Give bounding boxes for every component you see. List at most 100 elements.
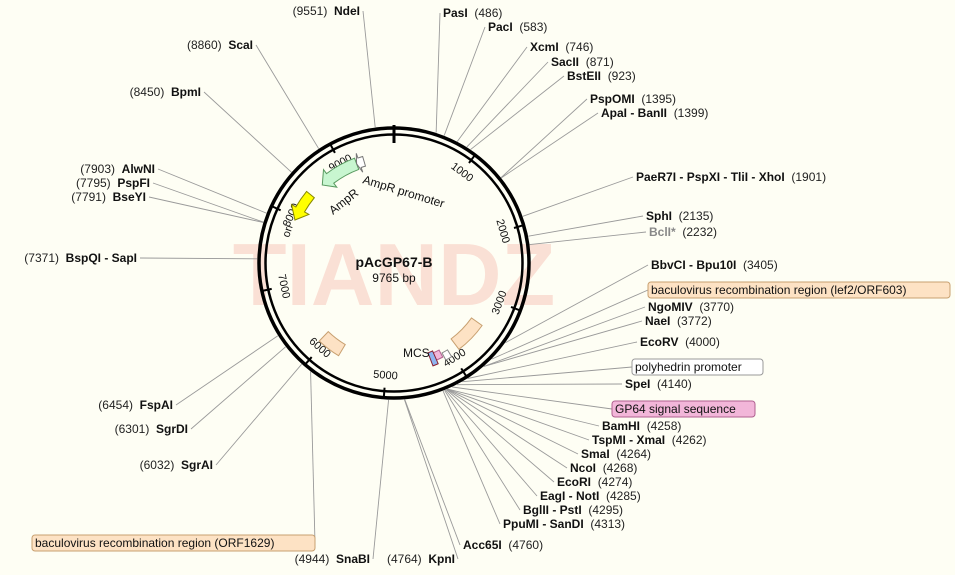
site-position: (2232): [682, 225, 717, 239]
site-name: SgrDI: [156, 422, 188, 436]
leader-sphi: [528, 215, 644, 237]
site-alwni: (7903) AlwNI: [80, 162, 155, 176]
site-position: (4313): [590, 517, 625, 531]
site-bseyi: (7791) BseYI: [71, 190, 146, 204]
callout-box: [31, 534, 316, 552]
site-ecori: EcoRI (4274): [557, 475, 632, 489]
callout-box: [611, 400, 756, 418]
site-ndei: (9551) NdeI: [293, 4, 360, 18]
feature-baculovirus-recombination-region-lef2-orf603: [450, 317, 483, 351]
site-position: (7903): [80, 162, 115, 176]
site-position: (9551): [293, 4, 328, 18]
site-position: (8450): [130, 85, 165, 99]
tick-2000: [513, 224, 523, 229]
feature-ampr-promoter: [355, 153, 367, 173]
leader-apai-banii: [501, 112, 599, 179]
site-position: (4000): [685, 335, 720, 349]
tick-8000: [272, 205, 282, 212]
feature-label-ampr-promoter: AmpR promoter: [361, 172, 446, 210]
tick-6000: [304, 356, 313, 365]
site-name: BbvCI - Bpu10I: [651, 258, 736, 272]
feature-label-mcs: MCS: [403, 346, 430, 360]
site-paci: PacI (583): [488, 20, 547, 34]
site-position: (4268): [603, 461, 638, 475]
leader-ecori: [445, 389, 555, 483]
site-name: BclI*: [649, 225, 676, 239]
site-position: (8860): [187, 38, 222, 52]
site-name: SnaBI: [336, 552, 370, 566]
site-xcmi: XcmI (746): [530, 40, 593, 54]
leader-sgrdi: [190, 346, 286, 430]
site-position: (4944): [295, 552, 330, 566]
callout-gp64-signal-sequence: GP64 signal sequence: [611, 400, 756, 418]
site-position: (4274): [598, 475, 633, 489]
leader-bpmi: [203, 91, 292, 173]
site-position: (746): [565, 40, 593, 54]
site-position: (2135): [679, 209, 714, 223]
site-position: (4258): [647, 419, 682, 433]
site-name: KpnI: [428, 552, 455, 566]
site-position: (486): [474, 6, 502, 20]
site-name: SgrAI: [181, 458, 213, 472]
site-smai: SmaI (4264): [581, 447, 651, 461]
leader-ncoi: [446, 389, 568, 469]
plasmid-name: pAcGP67-B: [355, 254, 432, 270]
leader-scai: [255, 44, 320, 149]
site-leader-lines: [139, 10, 649, 560]
site-name: XcmI: [530, 40, 559, 54]
site-name: PpuMI - SanDI: [503, 517, 584, 531]
site-name: AlwNI: [122, 162, 155, 176]
site-sacii: SacII (871): [551, 55, 614, 69]
site-position: (583): [519, 20, 547, 34]
site-bsteii: BstEII (923): [567, 69, 636, 83]
site-position: (4295): [588, 503, 623, 517]
site-name: BglII - PstI: [523, 503, 582, 517]
site-name: SpeI: [625, 377, 650, 391]
leader-ecorv: [467, 341, 638, 379]
site-name: EcoRI: [557, 475, 591, 489]
site-name: PspFI: [117, 176, 150, 190]
site-name: NgoMIV: [648, 300, 693, 314]
site-name: PaeR7I - PspXI - TliI - XhoI: [636, 170, 785, 184]
site-ncoi: NcoI (4268): [570, 461, 637, 475]
leader-fspai: [175, 335, 279, 406]
leader-tspmi-xmai: [447, 388, 590, 441]
leader-bbvci-bpu10i: [505, 264, 649, 344]
site-name: BamHI: [602, 419, 640, 433]
site-position: (1399): [674, 106, 709, 120]
tick-4000: [460, 367, 467, 377]
site-position: (7795): [76, 176, 111, 190]
leader-pspfi: [152, 182, 264, 223]
site-fspai: (6454) FspAI: [98, 398, 173, 412]
site-pspfi: (7795) PspFI: [76, 176, 150, 190]
site-position: (4285): [606, 489, 641, 503]
site-position: (1395): [641, 92, 676, 106]
site-spei: SpeI (4140): [625, 377, 692, 391]
site-paer7i-pspxi-tlii-xhoi: PaeR7I - PspXI - TliI - XhoI (1901): [636, 170, 826, 184]
callout-baculovirus-recombination-region-lef2-orf603: baculovirus recombination region (lef2/O…: [647, 281, 951, 299]
site-bamhi: BamHI (4258): [602, 419, 681, 433]
site-bcli: BclI* (2232): [649, 225, 717, 239]
tick-7000: [262, 287, 272, 292]
leader-bspqi-sapi: [139, 257, 258, 260]
leader-xcmi: [456, 46, 528, 142]
site-position: (3770): [699, 300, 734, 314]
leader-bseyi: [148, 196, 264, 223]
feature-ampr: [321, 157, 360, 188]
site-acc65i: Acc65I (4760): [463, 538, 543, 552]
callout-leader: [452, 386, 613, 410]
leader-paer7i-pspxi-tlii-xhoi: [522, 176, 634, 217]
site-tspmi-xmai: TspMI - XmaI (4262): [592, 433, 706, 447]
site-bpmi: (8450) BpmI: [130, 85, 201, 99]
site-apai-banii: ApaI - BanII (1399): [601, 106, 708, 120]
site-name: BspQI - SapI: [66, 251, 137, 265]
site-name: ScaI: [228, 38, 253, 52]
leader-naei: [483, 320, 643, 367]
tick-label-5000: 5000: [373, 369, 398, 383]
site-ecorv: EcoRV (4000): [640, 335, 720, 349]
leader-bglii-psti: [444, 390, 521, 511]
tick-5000: [382, 387, 386, 397]
callout-text: baculovirus recombination region (ORF162…: [35, 536, 274, 550]
leader-sgrai: [215, 363, 303, 466]
site-name: BstEII: [567, 69, 601, 83]
